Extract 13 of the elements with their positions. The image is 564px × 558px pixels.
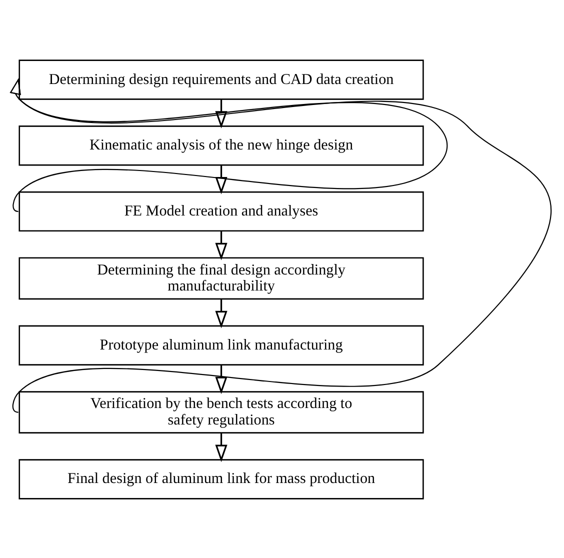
arrow <box>215 432 228 462</box>
node-box: Prototype aluminum link manufacturing <box>18 324 424 365</box>
arrow <box>215 164 228 194</box>
arrow <box>215 298 228 328</box>
arrow <box>215 98 228 128</box>
arrow <box>215 230 228 260</box>
node-box: Verification by the bench tests according to safety regulations <box>18 390 424 433</box>
node-box: Kinematic analysis of the new hinge design <box>18 125 424 166</box>
node-box: Final design of aluminum link for mass production <box>18 458 424 499</box>
node-box: FE Model creation and analyses <box>18 190 424 232</box>
node-box: Determining design requirements and CAD data creation <box>18 59 424 100</box>
node-box: Determining the final design accordingly manufacturability <box>18 256 424 300</box>
arrow <box>215 364 228 394</box>
